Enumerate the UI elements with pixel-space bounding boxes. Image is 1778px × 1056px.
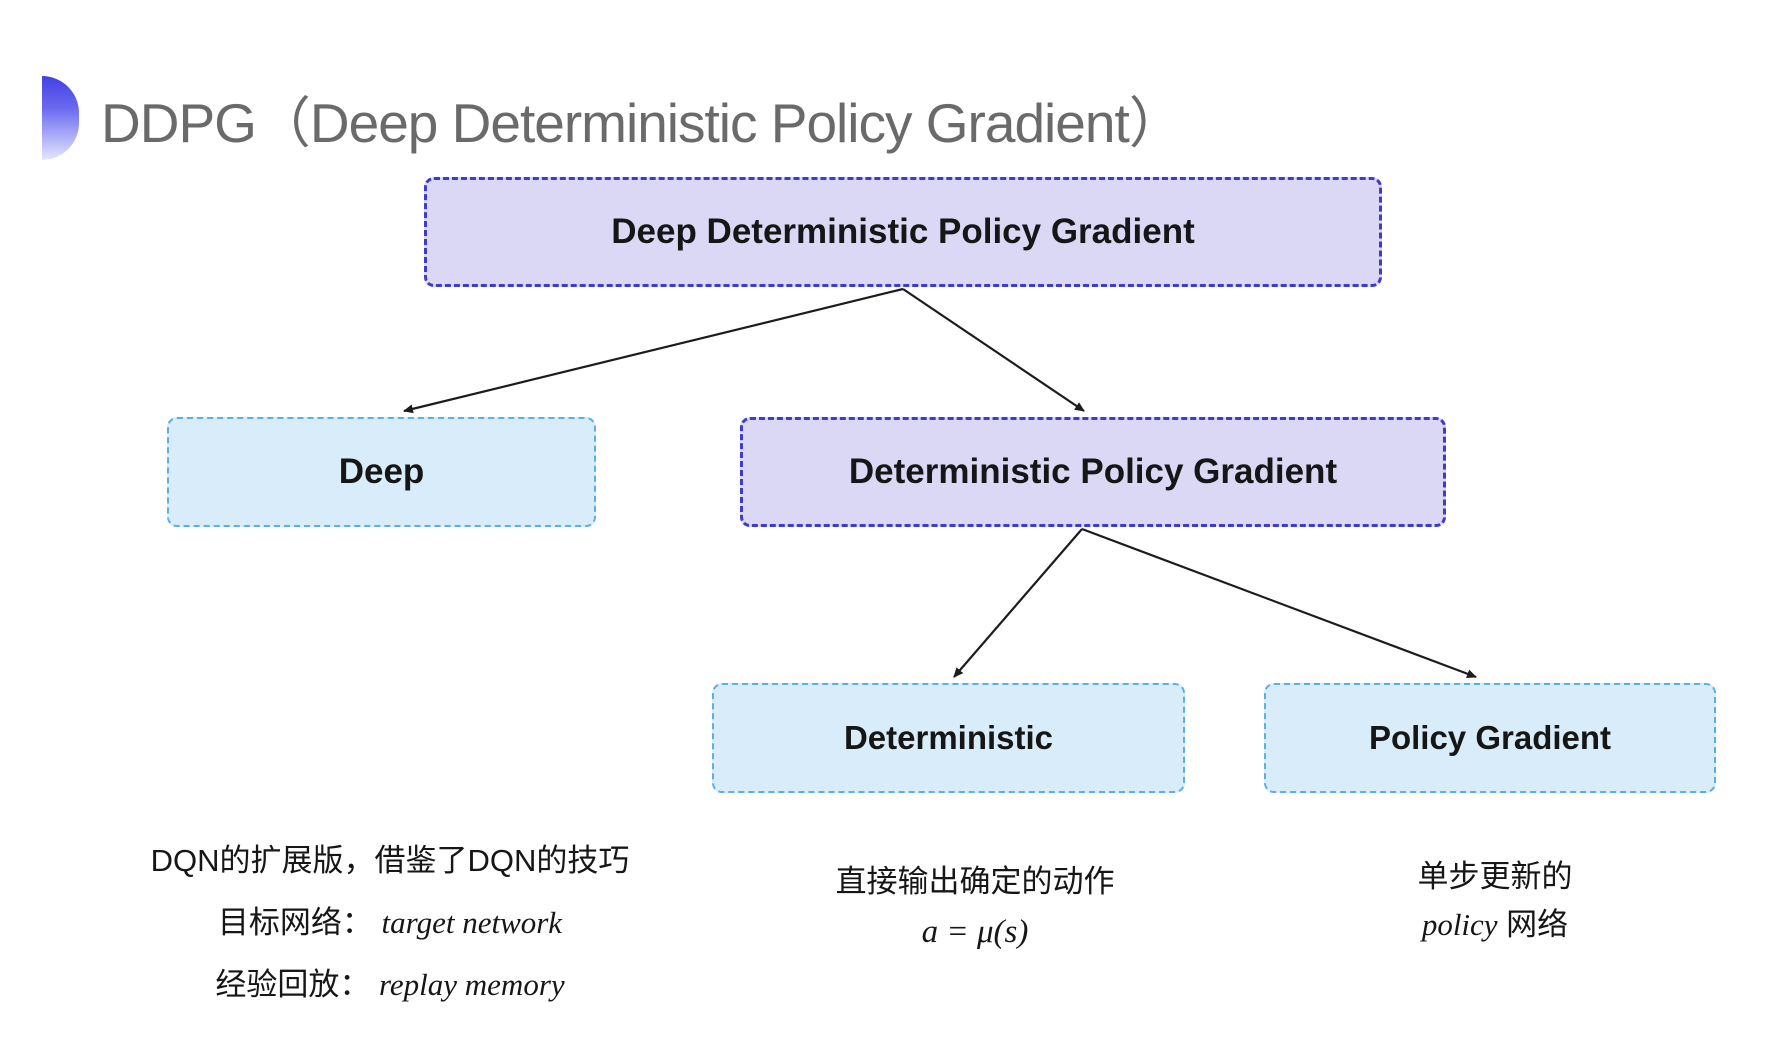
deterministic-annotation: 直接输出确定的动作 a = μ(s) bbox=[740, 857, 1210, 957]
edge-root-to-dpg bbox=[902, 288, 1085, 412]
node-deterministic: Deterministic bbox=[712, 683, 1185, 793]
edge-dpg-to-policy-gradient bbox=[1081, 527, 1477, 679]
edge-dpg-to-deterministic bbox=[953, 528, 1083, 678]
node-label: Deep bbox=[338, 452, 425, 491]
node-label: Deterministic bbox=[843, 719, 1054, 756]
policy-gradient-annotation: 单步更新的 policy 网络 bbox=[1290, 853, 1700, 949]
policy-gradient-annotation-line2: policy 网络 bbox=[1290, 901, 1700, 949]
target-network-term: target network bbox=[381, 905, 563, 940]
page-title: DDPG（Deep Deterministic Policy Gradient） bbox=[101, 92, 1184, 154]
network-label: 网络 bbox=[1497, 907, 1569, 942]
node-label: Policy Gradient bbox=[1368, 719, 1612, 756]
half-circle-bullet-icon bbox=[42, 76, 79, 160]
node-policy-gradient: Policy Gradient bbox=[1264, 683, 1716, 793]
replay-memory-term: replay memory bbox=[378, 967, 565, 1002]
node-deterministic-policy-gradient: Deterministic Policy Gradient bbox=[740, 417, 1446, 527]
node-label: Deterministic Policy Gradient bbox=[848, 452, 1338, 491]
deterministic-formula: a = μ(s) bbox=[921, 914, 1029, 950]
edge-root-to-deep bbox=[403, 287, 904, 414]
slide-header: DDPG（Deep Deterministic Policy Gradient） bbox=[42, 72, 1184, 164]
deep-annotation-line1: DQN的扩展版，借鉴了DQN的技巧 bbox=[150, 843, 630, 878]
deep-annotation-line2: 目标网络： target network bbox=[100, 892, 680, 954]
target-network-label: 目标网络： bbox=[217, 905, 373, 940]
deep-annotation: DQN的扩展版，借鉴了DQN的技巧 目标网络： target network 经… bbox=[100, 830, 680, 1016]
deterministic-annotation-line1: 直接输出确定的动作 bbox=[835, 864, 1115, 899]
deep-annotation-line3: 经验回放： replay memory bbox=[100, 954, 680, 1016]
replay-memory-label: 经验回放： bbox=[215, 967, 371, 1002]
node-label: Deep Deterministic Policy Gradient bbox=[611, 212, 1195, 251]
node-deep: Deep bbox=[167, 417, 596, 527]
policy-term: policy bbox=[1421, 907, 1498, 942]
policy-gradient-annotation-line1: 单步更新的 bbox=[1417, 859, 1573, 894]
node-deep-deterministic-policy-gradient: Deep Deterministic Policy Gradient bbox=[424, 177, 1382, 287]
